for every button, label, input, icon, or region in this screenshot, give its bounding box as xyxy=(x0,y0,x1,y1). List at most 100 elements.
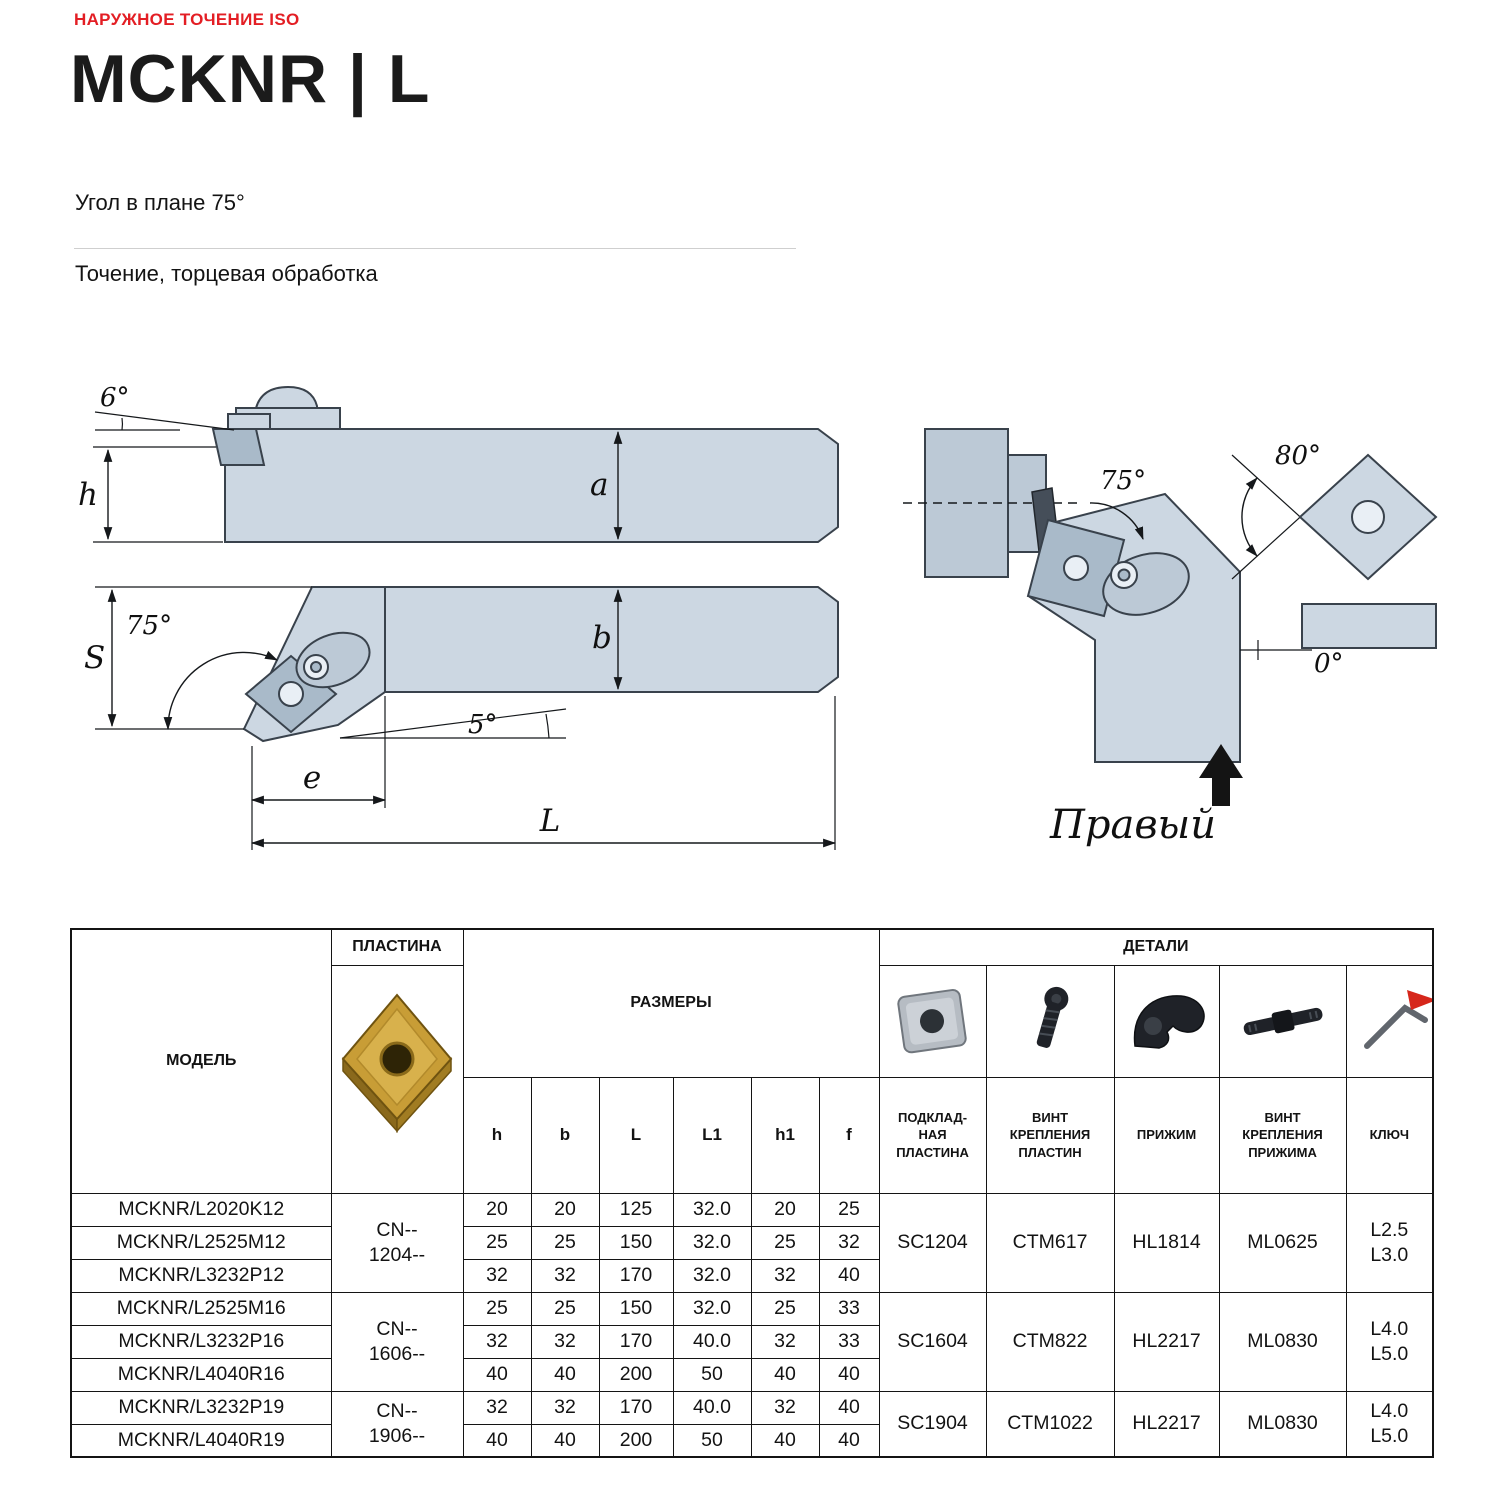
spec-table: МОДЕЛЬ ПЛАСТИНА РАЗМЕРЫ ДЕТАЛИ xyxy=(70,928,1435,1458)
dim-cell: 40 xyxy=(818,1390,880,1425)
dim-cell: 25 xyxy=(530,1291,600,1326)
table-row: MCKNR/L3232P16 32 32 170 40.0 32 33 xyxy=(70,1324,1433,1359)
clamp-screw-cell: ML0830 xyxy=(1218,1291,1347,1392)
dim-cell: 40 xyxy=(462,1423,532,1458)
dim-cell: 25 xyxy=(462,1291,532,1326)
dim-cell: 25 xyxy=(462,1225,532,1260)
model-cell: MCKNR/L2020K12 xyxy=(70,1192,332,1227)
dim-b-label: b xyxy=(592,620,612,656)
insert-profile-icon xyxy=(1301,603,1437,649)
dim-cell: 32 xyxy=(530,1390,600,1425)
back-angle-label: 5° xyxy=(468,710,498,740)
clamp-icon xyxy=(1133,995,1205,1049)
dim-cell: 32.0 xyxy=(672,1192,752,1227)
dim-cell: 125 xyxy=(598,1192,674,1227)
technical-drawing: 6° h a S 75° b 5° e L xyxy=(78,383,1438,850)
dim-cell: 40 xyxy=(750,1423,820,1458)
shim-cell: SC1204 xyxy=(878,1192,987,1293)
insert-screw-cell: CTM822 xyxy=(985,1291,1115,1392)
dim-cell: 32.0 xyxy=(672,1225,752,1260)
table-row: MCKNR/L2020K12 CN-- 1204-- 20 20 125 32.… xyxy=(70,1192,1434,1293)
hand-label: Правый xyxy=(1049,802,1216,848)
insert-side-icon xyxy=(211,428,266,466)
insert-detail-view: 80° 0° xyxy=(1231,441,1438,679)
shim-cell: SC1904 xyxy=(878,1390,987,1458)
dim-cell: 40 xyxy=(462,1357,532,1392)
col-header-clamp-screw: ВИНТ КРЕПЛЕНИЯ ПРИЖИМА xyxy=(1218,1076,1347,1194)
table-row: MCKNR/L2525M12 25 25 150 32.0 25 32 xyxy=(70,1225,1433,1260)
model-cell: MCKNR/L3232P16 xyxy=(70,1324,332,1359)
dim-cell: 170 xyxy=(598,1258,674,1293)
shim-icon xyxy=(896,989,967,1054)
insert-screw-cell: CTM1022 xyxy=(985,1390,1115,1458)
dim-cell: 200 xyxy=(598,1423,674,1458)
nose-angle-label: 80° xyxy=(1275,441,1321,471)
clamp-cell: HL2217 xyxy=(1113,1390,1220,1458)
up-arrow-icon xyxy=(1199,744,1243,806)
key-photo-cell xyxy=(1345,964,1434,1078)
dim-cell: 32 xyxy=(750,1324,820,1359)
table-row: MCKNR/L3232P12 32 32 170 32.0 32 40 xyxy=(70,1258,1433,1293)
dim-s-label: S xyxy=(84,640,105,676)
clamp-cell: HL1814 xyxy=(1113,1192,1220,1293)
clamp-top-icon xyxy=(255,385,318,413)
dim-cell: 40 xyxy=(530,1357,600,1392)
col-header-b: b xyxy=(530,1076,600,1194)
model-cell: MCKNR/L2525M12 xyxy=(70,1225,332,1260)
col-header-clamp: ПРИЖИМ xyxy=(1113,1076,1220,1194)
col-header-f: f xyxy=(818,1076,880,1194)
dim-l-label: L xyxy=(539,803,561,839)
table-row: MCKNR/L4040R19 40 40 200 50 40 40 xyxy=(70,1423,1433,1458)
dim-cell: 32 xyxy=(530,1258,600,1293)
col-header-L: L xyxy=(598,1076,674,1194)
model-cell: MCKNR/L4040R16 xyxy=(70,1357,332,1392)
col-header-shim: ПОДКЛАД- НАЯ ПЛАСТИНА xyxy=(878,1076,987,1194)
dim-cell: 40 xyxy=(818,1258,880,1293)
table-row: MCKNR/L2525M16 CN-- 1606-- 25 25 150 32.… xyxy=(70,1291,1434,1392)
dim-cell: 20 xyxy=(750,1192,820,1227)
dim-cell: 40.0 xyxy=(672,1324,752,1359)
front-view: 75° xyxy=(903,428,1241,763)
clamp-screw-cell: ML0625 xyxy=(1218,1192,1347,1293)
shim-cell: SC1604 xyxy=(878,1291,987,1392)
clamp-screw-cell: ML0830 xyxy=(1218,1390,1347,1458)
dim-cell: 32 xyxy=(462,1258,532,1293)
dim-e-label: e xyxy=(303,760,321,796)
dim-cell: 32 xyxy=(818,1225,880,1260)
insert-designation-cell: CN-- 1906-- xyxy=(330,1390,464,1458)
dim-cell: 32 xyxy=(750,1258,820,1293)
col-header-h: h xyxy=(462,1076,532,1194)
dim-cell: 200 xyxy=(598,1357,674,1392)
dim-a-label: a xyxy=(590,467,608,503)
clamp-screw-icon xyxy=(1243,1007,1322,1036)
shim-photo-cell xyxy=(878,964,987,1078)
plan-view: S 75° b 5° e L xyxy=(84,586,839,850)
clearance-angle-label: 0° xyxy=(1314,649,1344,679)
hand-indicator: Правый xyxy=(1049,744,1243,848)
col-header-L1: L1 xyxy=(672,1076,752,1194)
insert-screw-cell: CTM617 xyxy=(985,1192,1115,1293)
clamp-photo-cell xyxy=(1113,964,1220,1078)
col-header-insert-screw: ВИНТ КРЕПЛЕНИЯ ПЛАСТИН xyxy=(985,1076,1115,1194)
dim-cell: 32.0 xyxy=(672,1291,752,1326)
dim-cell: 40 xyxy=(750,1357,820,1392)
col-header-insert: ПЛАСТИНА xyxy=(330,928,464,966)
dim-cell: 25 xyxy=(750,1225,820,1260)
key-cell: L2.5 L3.0 xyxy=(1345,1192,1434,1293)
col-header-details: ДЕТАЛИ xyxy=(878,928,1434,966)
dim-cell: 32 xyxy=(462,1324,532,1359)
dim-cell: 32 xyxy=(462,1390,532,1425)
side-view: 6° h a xyxy=(78,383,839,543)
side-rake-angle-label: 6° xyxy=(100,383,130,413)
insert-screw-icon xyxy=(1036,986,1069,1048)
model-cell: MCKNR/L3232P12 xyxy=(70,1258,332,1293)
clamp-cell: HL2217 xyxy=(1113,1291,1220,1392)
dim-cell: 170 xyxy=(598,1390,674,1425)
model-cell: MCKNR/L3232P19 xyxy=(70,1390,332,1425)
dim-cell: 25 xyxy=(818,1192,880,1227)
table-row: MCKNR/L3232P19 CN-- 1906-- 32 32 170 40.… xyxy=(70,1390,1434,1458)
dim-cell: 150 xyxy=(598,1225,674,1260)
front-angle-label: 75° xyxy=(1100,466,1146,496)
insert-screw-photo-cell xyxy=(985,964,1115,1078)
hex-key-icon xyxy=(1363,990,1433,1049)
